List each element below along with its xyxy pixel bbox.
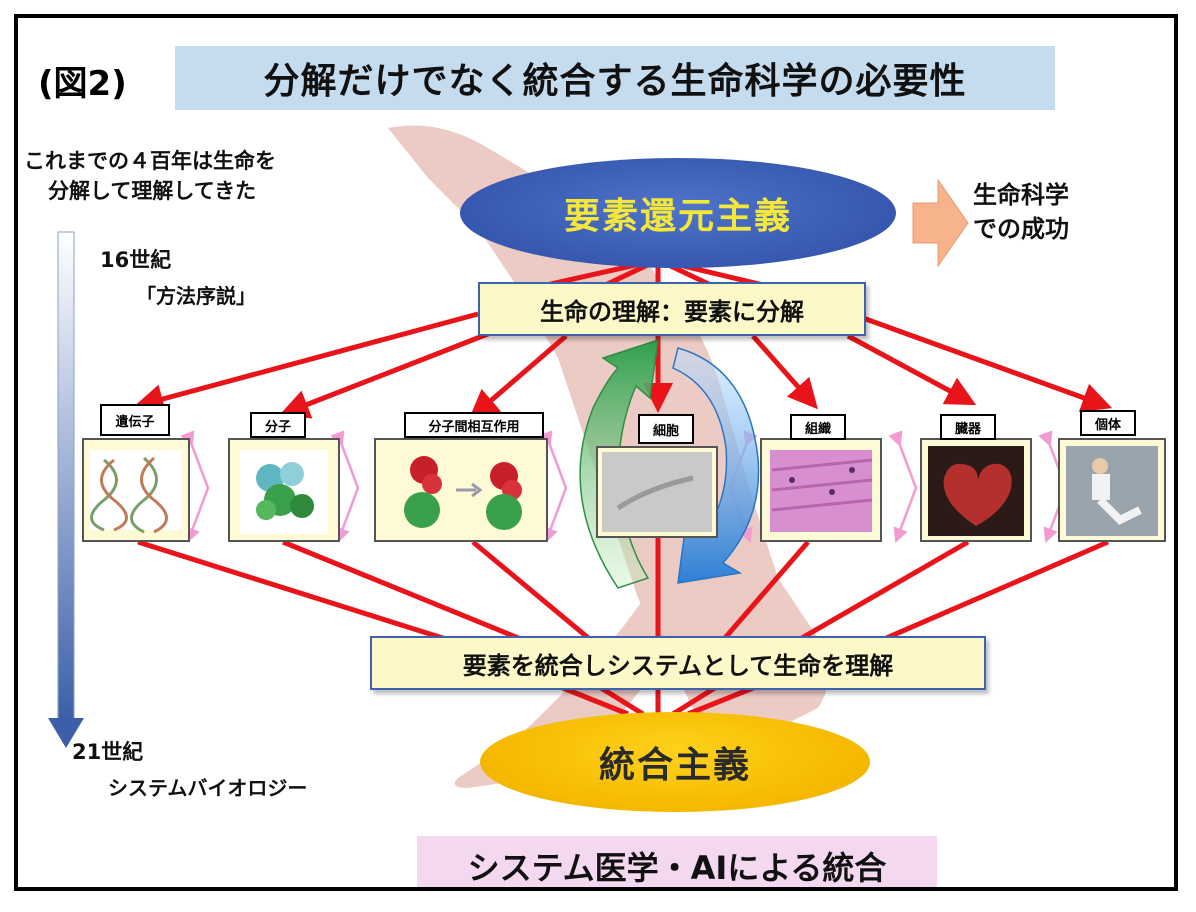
protein-structure-icon (240, 450, 328, 534)
card-gene (82, 438, 190, 542)
diagram-frame: (図2) 分解だけでなく統合する生命科学の必要性 これまでの４百年は生命を 分解… (14, 14, 1178, 891)
heart-organ-icon (928, 446, 1024, 536)
timeline-arrow-head (48, 718, 84, 748)
label-cell: 細胞 (638, 414, 694, 444)
arrow-to-molecule (279, 327, 499, 419)
label-molecule: 分子 (250, 412, 306, 438)
left-note-line-2: 分解して理解してきた (48, 179, 257, 203)
dna-icon (90, 450, 182, 534)
card-individual (1058, 438, 1166, 542)
page-title: 分解だけでなく統合する生命科学の必要性 (175, 46, 1055, 110)
cycle-blue-arrow-icon (672, 347, 760, 584)
protein-interaction-icon (404, 456, 522, 530)
bottom-band: システム医学・AIによる統合 (417, 836, 937, 887)
integrate-box: 要素を統合しシステムとして生命を理解 (370, 636, 986, 690)
timeline-bar (57, 231, 75, 721)
success-note: 生命科学 での成功 (973, 178, 1069, 246)
figure-label: (図2) (38, 64, 127, 104)
success-arrow-icon (912, 178, 969, 268)
left-note-line-1: これまでの４百年は生命を (24, 149, 276, 173)
timeline-end-century: 21世紀 (72, 740, 144, 764)
tissue-micrograph-icon (770, 450, 873, 532)
timeline-start-sub: 「方法序説」 (136, 284, 256, 308)
cell-micrograph-icon (602, 452, 712, 532)
person-exercise-icon (1066, 446, 1158, 536)
card-organ (920, 438, 1032, 542)
arrow-to-organ (846, 333, 977, 406)
label-gene: 遺伝子 (100, 404, 170, 436)
success-note-line-2: での成功 (973, 215, 1069, 243)
label-individual: 個体 (1080, 410, 1136, 436)
label-interaction: 分子間相互作用 (404, 412, 544, 438)
card-cell (596, 446, 718, 538)
top-concept: 要素還元主義 (460, 158, 896, 268)
success-note-line-1: 生命科学 (973, 181, 1069, 209)
card-molecule (228, 438, 340, 542)
timeline-end-sub: システムバイオロジー (108, 776, 308, 800)
card-tissue (760, 438, 882, 542)
card-interaction (374, 438, 548, 542)
label-organ: 臓器 (940, 414, 996, 440)
arrow-to-individual (862, 315, 1113, 413)
decompose-box: 生命の理解：要素に分解 (478, 282, 866, 336)
label-tissue: 組織 (790, 414, 846, 440)
timeline-start-century: 16世紀 (100, 248, 172, 272)
integrate-arrows (137, 538, 1109, 717)
bottom-concept: 統合主義 (480, 712, 870, 812)
arrow-to-gene (133, 311, 479, 414)
arrow-to-interaction (468, 334, 568, 420)
arrow-to-tissue (751, 334, 818, 410)
left-note: これまでの４百年は生命を 分解して理解してきた (24, 146, 276, 206)
